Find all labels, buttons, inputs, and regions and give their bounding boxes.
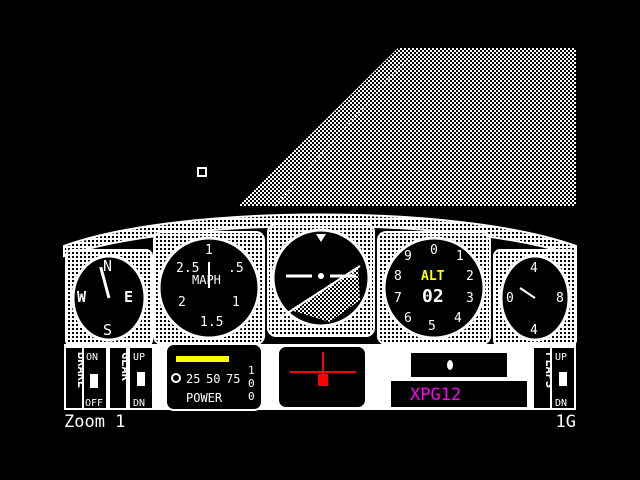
compass-e: E [124, 288, 133, 306]
power-gauge: 25 50 75 1 0 0 POWER [165, 343, 263, 411]
airspeed-tick-2.5: 2.5 [176, 261, 199, 276]
power-side-1: 1 [248, 364, 255, 377]
gear-lever[interactable] [137, 372, 145, 386]
power-side-0a: 0 [248, 377, 255, 390]
attitude-ground [290, 266, 360, 322]
flaps-switch[interactable]: FLAPS UP DN [534, 348, 574, 409]
power-scale-75: 75 [226, 372, 240, 386]
power-side-0b: 0 [248, 390, 255, 403]
alt-label: ALT [421, 269, 445, 284]
power-scale-25: 25 [186, 372, 200, 386]
airspeed-tick-1: 1 [205, 243, 213, 258]
vsi-gauge: 4 0 8 4 [493, 249, 577, 347]
alt-digit-3: 3 [466, 291, 474, 306]
zoom-level: Zoom 1 [64, 412, 126, 432]
airspeed-label: MAPH [192, 273, 221, 287]
terrain-slope [238, 48, 576, 206]
compass-gauge: N W E S [65, 249, 153, 347]
turn-indicator [277, 345, 367, 409]
attitude-top-marker [316, 234, 326, 242]
attitude-center [318, 273, 324, 279]
gear-label: GEAR [119, 352, 133, 382]
vsi-tick-top: 4 [530, 261, 538, 276]
callsign-text: XPG12 [410, 385, 461, 405]
power-scale-50: 50 [206, 372, 220, 386]
outside-view [197, 48, 576, 207]
vsi-tick-right: 8 [556, 291, 564, 306]
g-force-readout: 1G [555, 412, 576, 432]
alt-digit-4: 4 [454, 311, 462, 326]
alt-digit-5: 5 [428, 319, 436, 334]
alt-digit-9: 9 [404, 249, 412, 264]
altimeter-gauge: 0 1 9 2 8 3 7 4 5 6 ALT 02 [377, 231, 491, 345]
brake-lever[interactable] [90, 374, 98, 388]
radio-indicator [447, 360, 453, 370]
airspeed-tick-1.5: 1.5 [200, 315, 223, 330]
brake-switch[interactable]: BRAKE ON OFF [66, 348, 106, 409]
alt-value: 02 [422, 286, 444, 307]
compass-n: N [103, 257, 112, 275]
vsi-needle [519, 287, 536, 299]
turn-ball [318, 374, 328, 386]
terrain-edge-line [274, 55, 411, 207]
compass-s: S [103, 321, 112, 339]
flaps-lever[interactable] [559, 372, 567, 386]
airspeed-tick-1b: 1 [232, 295, 240, 310]
radio-panel [409, 351, 509, 379]
flaps-dn: DN [555, 398, 567, 409]
alt-digit-0: 0 [430, 243, 438, 258]
attitude-indicator [267, 223, 375, 337]
gear-switch[interactable]: GEAR UP DN [110, 348, 152, 409]
status-bar: Zoom 1 1G [64, 410, 576, 434]
target-marker [197, 167, 207, 177]
flaps-up: UP [555, 352, 567, 363]
alt-digit-7: 7 [394, 291, 402, 306]
gear-up: UP [133, 352, 145, 363]
vsi-tick-bottom: 4 [530, 323, 538, 338]
airspeed-tick-2: 2 [178, 295, 186, 310]
vsi-tick-left: 0 [506, 291, 514, 306]
airspeed-gauge: 1 2.5 .5 2 1 1.5 MAPH [153, 231, 265, 345]
airspeed-tick-.5: .5 [228, 261, 244, 276]
power-bar [176, 356, 229, 362]
brake-off: OFF [85, 398, 103, 409]
compass-w: W [77, 288, 87, 306]
alt-digit-1: 1 [456, 249, 464, 264]
power-knob [171, 373, 181, 383]
alt-digit-2: 2 [466, 269, 474, 284]
alt-digit-6: 6 [404, 311, 412, 326]
callsign-display: XPG12 [389, 379, 529, 409]
brake-on: ON [86, 352, 98, 363]
alt-digit-8: 8 [394, 269, 402, 284]
gear-dn: DN [133, 398, 145, 409]
power-label: POWER [186, 391, 223, 405]
compass-needle [99, 266, 111, 299]
